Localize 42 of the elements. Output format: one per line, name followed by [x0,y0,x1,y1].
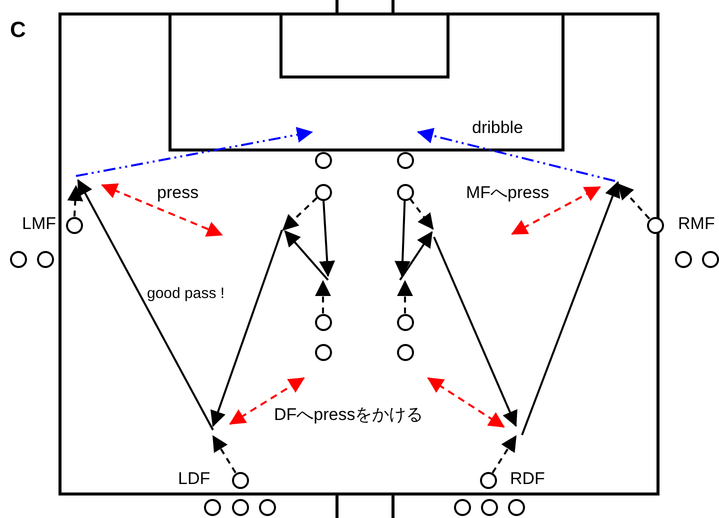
player-marker [204,498,220,516]
run-arrow [409,198,434,230]
position-label: LMF [22,214,56,234]
player-marker [396,184,414,200]
annotation-text: press [157,183,199,203]
panel-letter: C [10,20,26,40]
run-arrow [492,435,517,474]
player-marker [258,498,276,516]
run-arrow [617,183,650,220]
player-marker [66,216,82,234]
annotation-text: good pass ! [147,284,225,304]
player-marker [232,498,248,516]
annotation-text: DFへpressをかける [274,405,424,425]
annotation-text: dribble [472,118,524,138]
player-marker [314,314,332,330]
run-arrow [315,280,331,314]
position-label: LDF [178,469,210,489]
player-marker [674,250,692,268]
run-arrow [67,185,84,217]
player-marker [702,250,718,268]
position-label: RDF [510,469,545,489]
player-marker [314,184,332,200]
run-arrow [394,200,411,277]
player-marker [314,152,332,168]
player-marker [454,498,470,516]
run-arrow [397,280,413,314]
run-arrow [212,435,236,474]
player-marker [36,250,54,268]
position-label: RMF [678,214,715,234]
player-marker [396,344,414,360]
annotation-text: MFへpress [466,183,550,203]
run-arrow [282,197,318,231]
player-marker [10,250,26,268]
player-marker [232,472,248,488]
player-marker [480,498,498,516]
run-arrow [319,200,336,277]
player-marker [508,498,524,516]
player-marker [646,216,664,234]
player-marker [314,344,332,360]
player-marker [396,152,414,168]
player-marker [396,314,414,330]
player-marker [480,472,496,488]
